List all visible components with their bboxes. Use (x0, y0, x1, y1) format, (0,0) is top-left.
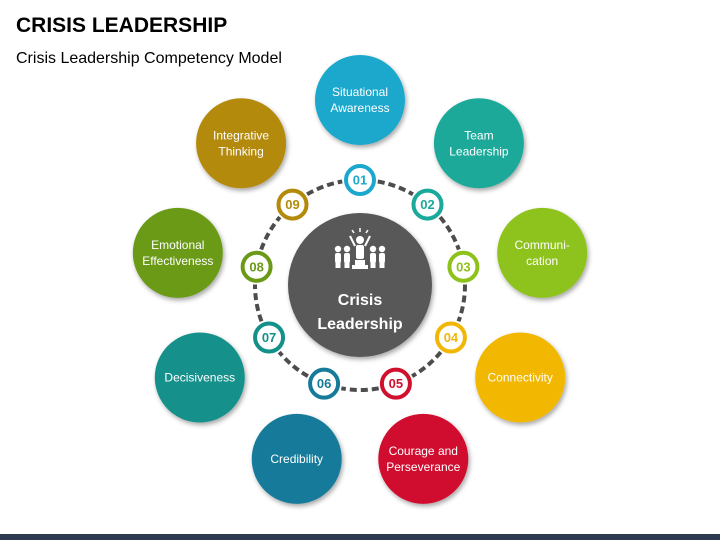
number-badge-circle (344, 164, 376, 196)
ring-connector-segment (377, 179, 414, 197)
competency-circle (475, 332, 566, 423)
number-badge-circle (253, 321, 286, 354)
ring-connector-segment (340, 386, 380, 392)
number-badge-label: 09 (285, 197, 299, 212)
competency-circle (196, 98, 287, 189)
competency-circle (251, 413, 342, 504)
number-badge: 04 (434, 321, 467, 354)
number-badge-circle (379, 367, 412, 400)
competency-label: Perseverance (386, 460, 460, 474)
number-badge-label: 08 (249, 259, 263, 274)
ring-connector-segment (277, 350, 309, 378)
number-badge-circle (240, 250, 273, 283)
competency-circle (154, 332, 245, 423)
number-badge-circle (308, 367, 341, 400)
competency-label: Credibility (270, 452, 323, 466)
ring-connector-segment (456, 284, 467, 323)
competency-label: Communi- (515, 238, 570, 252)
competency-label: Integrative (213, 128, 269, 142)
number-badge: 05 (379, 367, 412, 400)
competency-label: Thinking (218, 144, 263, 158)
number-badge-circle (411, 188, 444, 221)
number-badge: 01 (344, 164, 376, 196)
number-badge-circle (434, 321, 467, 354)
number-badge: 06 (308, 367, 341, 400)
competency-label: Connectivity (488, 371, 553, 385)
leader-with-team-icon (334, 228, 386, 269)
competency-node: Communi-cation (497, 207, 588, 298)
competency-circle (433, 98, 524, 189)
competency-label: Courage and (389, 444, 458, 458)
competency-circle (132, 207, 223, 298)
number-badge: 08 (240, 250, 273, 283)
number-badge-label: 06 (317, 376, 331, 391)
number-badges: 01 02 03 04 05 06 07 08 09 (240, 164, 480, 400)
competency-node: Decisiveness (154, 332, 245, 423)
number-badge-label: 05 (389, 376, 403, 391)
competency-circle (378, 413, 469, 504)
center-hub: Crisis Leadership (288, 213, 432, 357)
ring-connector-segment (438, 215, 461, 251)
number-badge-label: 01 (353, 173, 367, 188)
number-badge-circle (276, 188, 309, 221)
number-badge: 03 (447, 250, 480, 283)
competency-label: Effectiveness (142, 254, 213, 268)
competency-label: Team (464, 128, 493, 142)
number-badge-label: 04 (444, 330, 459, 345)
ring-connector-segment (411, 350, 443, 378)
competency-node: Connectivity (475, 332, 566, 423)
competency-label: cation (526, 254, 558, 268)
competency-label: Decisiveness (164, 371, 235, 385)
competency-circle (497, 207, 588, 298)
center-label-line1: Crisis (338, 292, 383, 309)
footer-bar (0, 534, 720, 540)
competency-node: Credibility (251, 413, 342, 504)
number-badge: 09 (276, 188, 309, 221)
number-badge: 02 (411, 188, 444, 221)
dashed-ring-connectors (253, 179, 467, 392)
ring-connector-segment (306, 179, 343, 197)
number-badge: 07 (253, 321, 286, 354)
center-circle (288, 213, 432, 357)
ring-connector-segment (253, 284, 264, 323)
number-badge-label: 02 (420, 197, 434, 212)
page-subtitle: Crisis Leadership Competency Model (16, 50, 282, 67)
number-badge-label: 07 (262, 330, 276, 345)
ring-connector-segment (259, 215, 282, 251)
center-label-line2: Leadership (317, 316, 403, 333)
competency-label: Emotional (151, 238, 204, 252)
number-badge-circle (447, 250, 480, 283)
page-title: CRISIS LEADERSHIP (16, 14, 228, 37)
number-badge-label: 03 (456, 259, 470, 274)
competency-circle (315, 55, 405, 145)
competency-label: Situational (332, 85, 388, 99)
competency-label: Leadership (449, 144, 509, 158)
competency-label: Awareness (330, 101, 389, 115)
competency-nodes: SituationalAwarenessTeamLeadershipCommun… (132, 55, 588, 504)
